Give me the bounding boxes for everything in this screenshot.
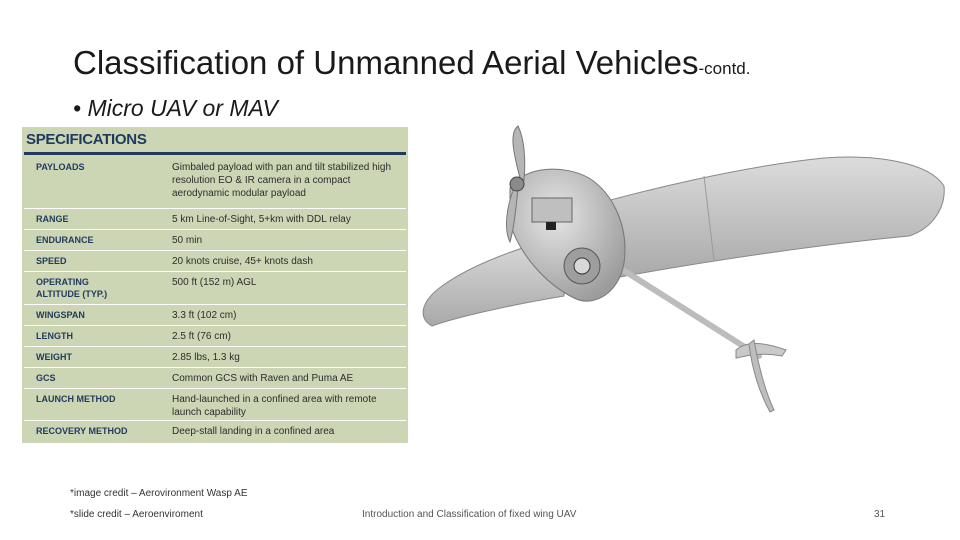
spec-row-launch-method: LAUNCH METHOD Hand-launched in a confine… — [24, 389, 406, 419]
row-divider — [24, 250, 406, 251]
row-divider — [24, 420, 406, 421]
spec-value: Gimbaled payload with pan and tilt stabi… — [172, 162, 392, 199]
spec-value: 5 km Line-of-Sight, 5+km with DDL relay — [172, 214, 351, 225]
spec-row-operating-altitude: OPERATING ALTITUDE (TYP.) 500 ft (152 m)… — [24, 272, 406, 303]
spec-value: Common GCS with Raven and Puma AE — [172, 373, 354, 384]
spec-row-speed: SPEED 20 knots cruise, 45+ knots dash — [24, 251, 406, 270]
right-wing — [573, 156, 945, 279]
spec-row-gcs: GCS Common GCS with Raven and Puma AE — [24, 368, 406, 387]
spec-label: PAYLOADS — [36, 162, 85, 172]
fuselage — [509, 168, 626, 302]
slide-title: Classification of Unmanned Aerial Vehicl… — [73, 44, 751, 82]
row-divider — [24, 325, 406, 326]
spec-label: RANGE — [36, 214, 69, 224]
page-number: 31 — [874, 509, 886, 520]
spec-label: GCS — [36, 373, 56, 383]
spec-value: 20 knots cruise, 45+ knots dash — [172, 256, 313, 267]
spec-row-endurance: ENDURANCE 50 min — [24, 230, 406, 249]
spec-label: WINGSPAN — [36, 310, 85, 320]
specifications-heading: SPECIFICATIONS — [26, 131, 147, 148]
footer-text: Introduction and Classification of fixed… — [362, 509, 577, 520]
spec-label: LAUNCH METHOD — [36, 394, 116, 404]
spec-value: 2.5 ft (76 cm) — [172, 331, 231, 342]
spec-value: Deep-stall landing in a confined area — [172, 426, 335, 437]
spec-value: Hand-launched in a confined area with re… — [172, 394, 377, 418]
spec-value: 50 min — [172, 235, 203, 246]
spec-label: SPEED — [36, 256, 67, 266]
propeller — [506, 125, 526, 244]
spec-row-recovery-method: RECOVERY METHOD Deep-stall landing in a … — [24, 421, 406, 441]
tail-fin — [735, 339, 787, 413]
specifications-table: SPECIFICATIONS PAYLOADS Gimbaled payload… — [22, 127, 408, 443]
spec-row-payloads: PAYLOADS Gimbaled payload with pan and t… — [24, 157, 406, 207]
spec-value: 3.3 ft (102 cm) — [172, 310, 237, 321]
row-divider — [24, 229, 406, 230]
spec-row-weight: WEIGHT 2.85 lbs, 1.3 kg — [24, 347, 406, 366]
spec-label: ENDURANCE — [36, 235, 94, 245]
row-divider — [24, 346, 406, 347]
row-divider — [24, 304, 406, 305]
bullet-item: • Micro UAV or MAV — [73, 95, 278, 122]
spec-row-length: LENGTH 2.5 ft (76 cm) — [24, 326, 406, 345]
spec-row-range: RANGE 5 km Line-of-Sight, 5+km with DDL … — [24, 209, 406, 228]
tail-boom — [601, 255, 762, 359]
spec-label: LENGTH — [36, 331, 73, 341]
heading-rule — [24, 152, 406, 155]
row-divider — [24, 367, 406, 368]
slide-title-main: Classification of Unmanned Aerial Vehicl… — [73, 44, 699, 81]
slide-credit: *slide credit – Aeroenviroment — [70, 509, 203, 520]
row-divider — [24, 271, 406, 272]
spec-label: WEIGHT — [36, 352, 72, 362]
bullet-marker: • — [73, 95, 82, 121]
spec-value: 2.85 lbs, 1.3 kg — [172, 352, 240, 363]
spec-row-wingspan: WINGSPAN 3.3 ft (102 cm) — [24, 305, 406, 324]
wasp-drone-image — [422, 125, 945, 413]
row-divider — [24, 388, 406, 389]
spec-label: RECOVERY METHOD — [36, 426, 128, 436]
spec-value: 500 ft (152 m) AGL — [172, 277, 257, 288]
bullet-text: Micro UAV or MAV — [87, 95, 278, 121]
row-divider — [24, 208, 406, 209]
spec-label: OPERATING ALTITUDE (TYP.) — [36, 277, 108, 299]
image-credit: *image credit – Aerovironment Wasp AE — [70, 488, 248, 499]
slide-title-suffix: -contd. — [698, 59, 751, 78]
